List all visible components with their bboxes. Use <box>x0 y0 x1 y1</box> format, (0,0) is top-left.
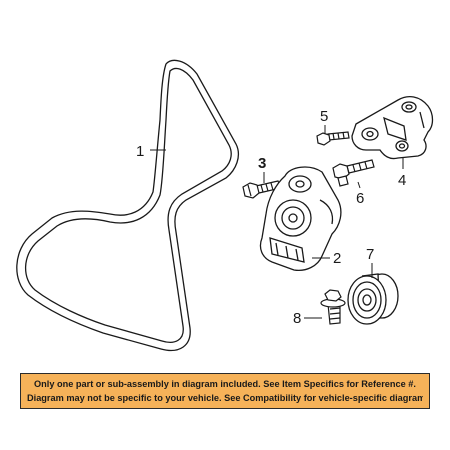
callout-idler-pulley: 7 <box>366 246 374 263</box>
callout-belt: 1 <box>136 143 144 160</box>
callout-tensioner-bolt: 3 <box>258 155 266 172</box>
tensioner-bolt <box>242 180 282 199</box>
idler-pulley-bolt <box>320 289 346 325</box>
callout-tensioner: 2 <box>333 250 341 267</box>
callout-bracket-bolt: 5 <box>320 108 328 125</box>
callout-idler-pulley-bolt: 8 <box>293 310 301 327</box>
callout-bracket-stud: 6 <box>356 190 364 207</box>
compatibility-notice: Only one part or sub-assembly in diagram… <box>20 373 430 409</box>
belt-tensioner <box>259 166 342 272</box>
notice-line-1: Only one part or sub-assembly in diagram… <box>34 379 416 389</box>
serpentine-belt <box>16 59 240 352</box>
notice-line-2: Diagram may not be specific to your vehi… <box>27 393 423 403</box>
callout-bracket: 4 <box>398 172 406 189</box>
idler-pulley <box>347 273 399 325</box>
bracket-stud <box>332 159 375 187</box>
tensioner-bracket <box>351 95 434 160</box>
bracket-bolt <box>316 131 350 146</box>
leader-lines <box>150 125 404 319</box>
